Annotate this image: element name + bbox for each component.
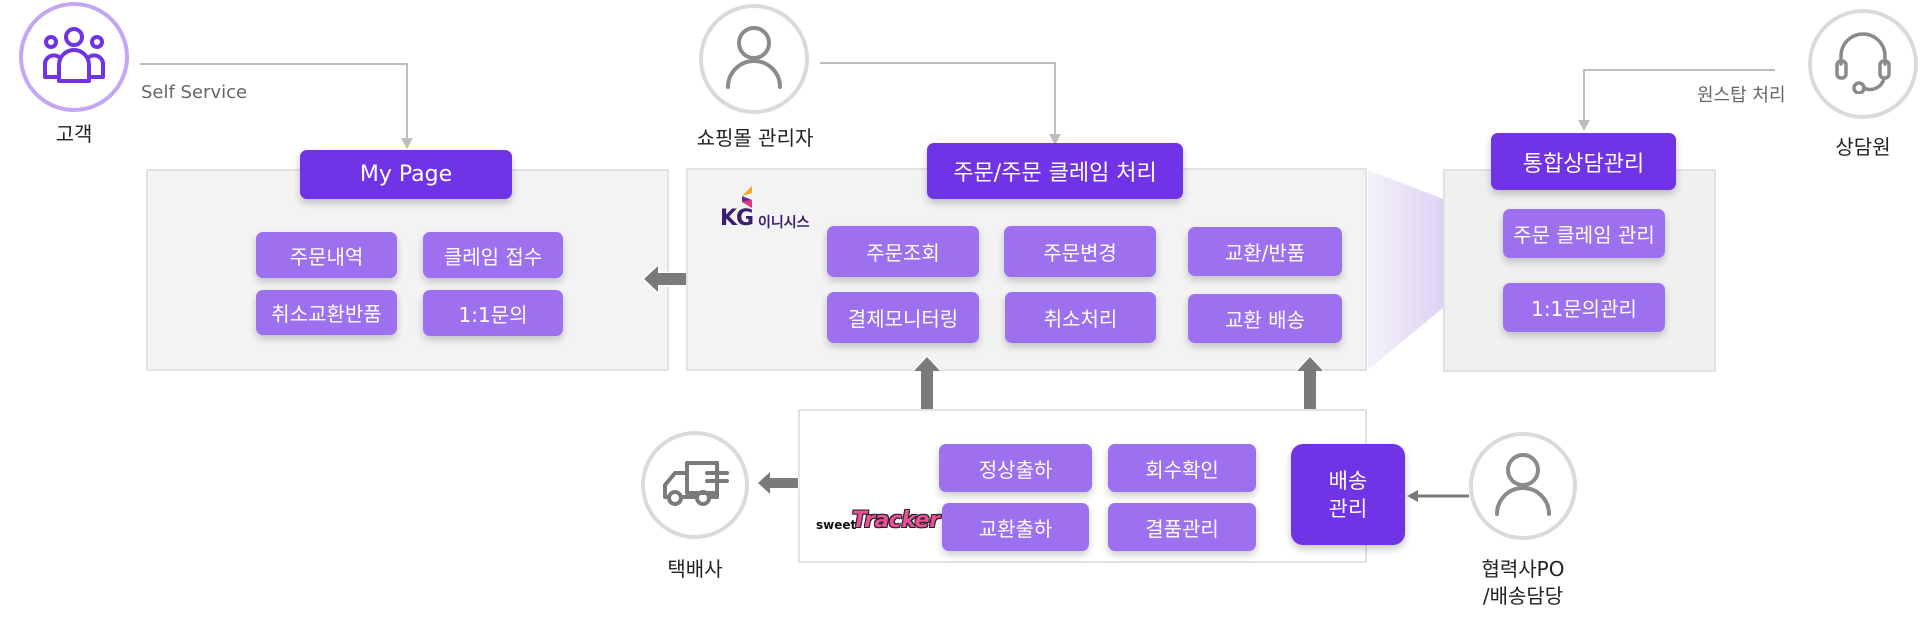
admin-connector [820,62,1056,136]
sweettracker-logo-sweet: sweet [816,518,857,532]
counselor-label: 상담원 [1835,135,1891,159]
kg-logo-text: KG [720,206,754,231]
sweettracker-logo: sweet Tracker [816,508,940,538]
courier-avatar [641,431,749,539]
consult-item-inquiry-manage[interactable]: 1:1문의관리 [1503,283,1665,332]
self-service-label: Self Service [141,82,248,103]
consult-panel [1443,169,1716,372]
consult-item-order-claim-manage[interactable]: 주문 클레임 관리 [1503,209,1665,258]
mall-admin-label: 쇼핑몰 관리자 [696,126,814,150]
order-item-payment-monitoring[interactable]: 결제모니터링 [827,292,979,343]
mypage-panel [146,169,669,371]
courier-label: 택배사 [667,557,723,581]
one-stop-label: 원스탑 처리 [1697,85,1786,106]
order-item-exchange-delivery[interactable]: 교환 배송 [1188,294,1342,343]
kg-inicis-logo: KG 이니시스 [718,186,828,231]
partner-avatar [1469,432,1577,540]
consult-header[interactable]: 통합상담관리 [1491,133,1676,190]
delivery-item-return-check[interactable]: 회수확인 [1108,444,1256,492]
user-icon [724,25,784,93]
partner-label-line1: 협력사PO [1481,557,1565,581]
mypage-item-cancel-exchange-return[interactable]: 취소교환반품 [256,290,397,335]
delivery-item-exchange-shipment[interactable]: 교환출하 [942,503,1089,551]
order-item-order-change[interactable]: 주문변경 [1004,226,1156,277]
mypage-item-claim-receipt[interactable]: 클레임 접수 [423,232,563,278]
order-item-exchange-return[interactable]: 교환/반품 [1188,227,1342,276]
kg-logo-subtext: 이니시스 [758,215,810,231]
order-item-cancel-processing[interactable]: 취소처리 [1005,292,1156,343]
delivery-item-stockout-manage[interactable]: 결품관리 [1108,503,1256,551]
sweettracker-logo-tracker: Tracker [852,508,940,533]
delivery-item-normal-shipment[interactable]: 정상출하 [939,444,1092,492]
mypage-item-one-to-one-inquiry[interactable]: 1:1문의 [423,290,563,336]
counselor-avatar [1808,9,1918,119]
counselor-arrowhead [1578,120,1590,131]
users-group-icon [39,25,109,89]
mypage-item-order-history[interactable]: 주문내역 [256,232,397,278]
mypage-header[interactable]: My Page [300,150,512,199]
kg-logo-mark-icon [742,186,752,208]
user-icon [1493,452,1553,520]
headset-icon [1833,30,1893,98]
self-service-arrowhead [401,138,413,149]
partner-arrowhead [1407,490,1418,502]
courier-arrow-icon [756,470,799,496]
order-item-order-inquiry[interactable]: 주문조회 [827,226,979,277]
delivery-manage-button[interactable]: 배송 관리 [1291,444,1405,545]
customer-label: 고객 [55,122,93,146]
order-claim-header[interactable]: 주문/주문 클레임 처리 [927,143,1183,199]
delivery-truck-icon [661,457,729,513]
partner-label-line2: /배송담당 [1482,584,1564,608]
mall-admin-avatar [699,4,809,114]
customer-avatar [19,2,129,112]
